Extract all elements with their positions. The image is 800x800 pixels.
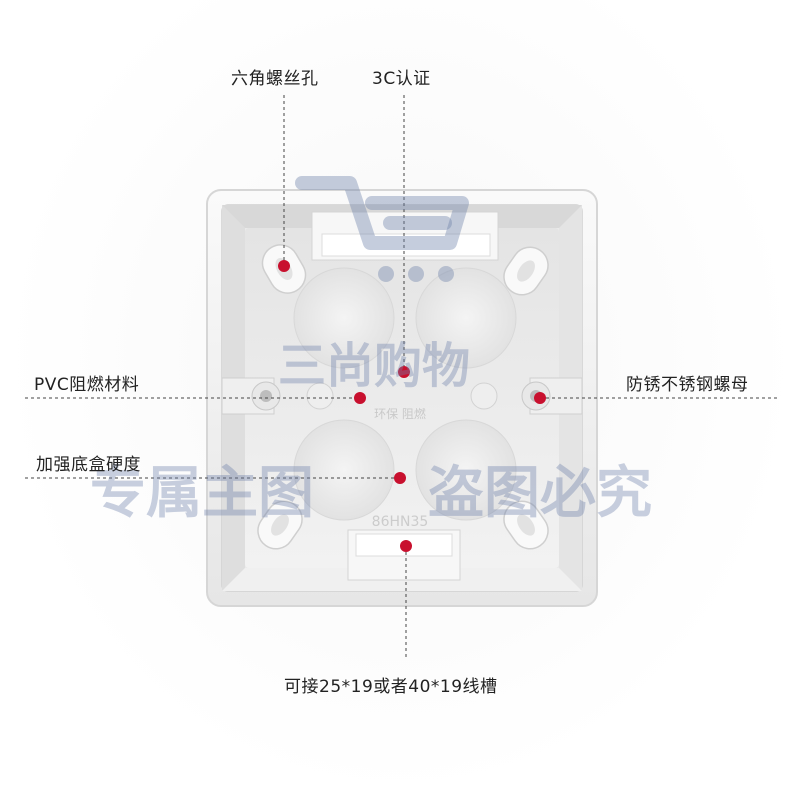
knockout-tl — [293, 267, 395, 369]
label-base-hardness: 加强底盒硬度 — [36, 455, 141, 475]
knockout-br — [415, 419, 517, 521]
model-mark: 86HN35 — [372, 514, 429, 530]
watermark-left: 专属主图 — [90, 461, 314, 526]
label-anti-rust-nut: 防锈不锈钢螺母 — [626, 375, 749, 395]
label-pvc-material: PVC阻燃材料 — [34, 375, 140, 395]
knockout-bl — [293, 419, 395, 521]
marker-screw-hole — [278, 260, 290, 272]
watermark-brand: 三尚购物 — [278, 338, 471, 394]
marker-dots — [278, 260, 546, 552]
label-hex-screw-hole: 六角螺丝孔 — [231, 69, 319, 89]
marker-trunking — [400, 540, 412, 552]
marker-pvc — [354, 392, 366, 404]
label-trunking-compat: 可接25*19或者40*19线槽 — [284, 677, 498, 697]
label-3c-certified: 3C认证 — [372, 69, 431, 89]
mount-right — [521, 377, 583, 415]
mount-left — [221, 377, 281, 415]
marker-3c — [398, 366, 410, 378]
knockout-tr — [415, 267, 517, 369]
marker-hardness — [394, 472, 406, 484]
boss-left — [306, 382, 334, 410]
boss-right — [470, 382, 498, 410]
cart-logo-watermark — [295, 176, 469, 250]
embossed-mark: 环保 阻燃 — [374, 406, 426, 421]
callout-lines — [25, 95, 780, 660]
watermark-right: 盗图必究 — [428, 461, 652, 526]
marker-nut — [534, 392, 546, 404]
corner-slots — [257, 244, 549, 550]
